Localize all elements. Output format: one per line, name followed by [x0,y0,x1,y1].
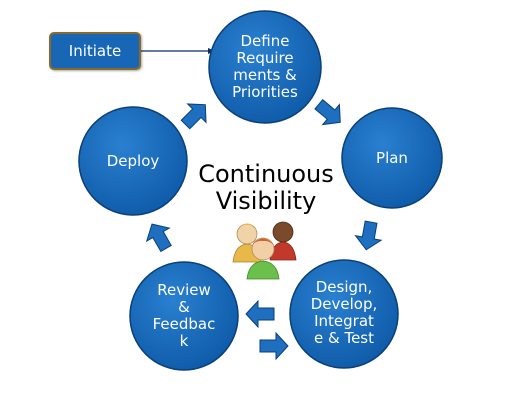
initiate-label: Initiate [68,42,122,60]
node-plan-label: Plan [376,148,408,167]
center-title: Continuous Visibility [198,160,334,215]
node-review-label: Review & Feedbac k [152,281,216,350]
node-design [289,259,399,369]
node-define-requirements-label: Define Require ments & Priorities [232,32,298,101]
arrow-review-to-deploy [145,223,172,253]
team-people-icon [232,221,297,280]
node-define-requirements [208,10,322,124]
node-deploy [78,106,188,216]
arrow-deploy-to-define [180,103,207,130]
node-deploy-label: Deploy [106,151,160,170]
node-review [129,261,239,371]
arrow-define-to-plan [314,98,341,126]
arrow-design-to-review [245,299,275,329]
arrow-plan-to-design [354,220,383,251]
node-design-label: Design, Develop, Integrat e & Test [310,278,378,347]
initiate-box: Initiate [49,32,141,70]
arrow-review-return [259,331,289,361]
node-plan [341,107,443,209]
